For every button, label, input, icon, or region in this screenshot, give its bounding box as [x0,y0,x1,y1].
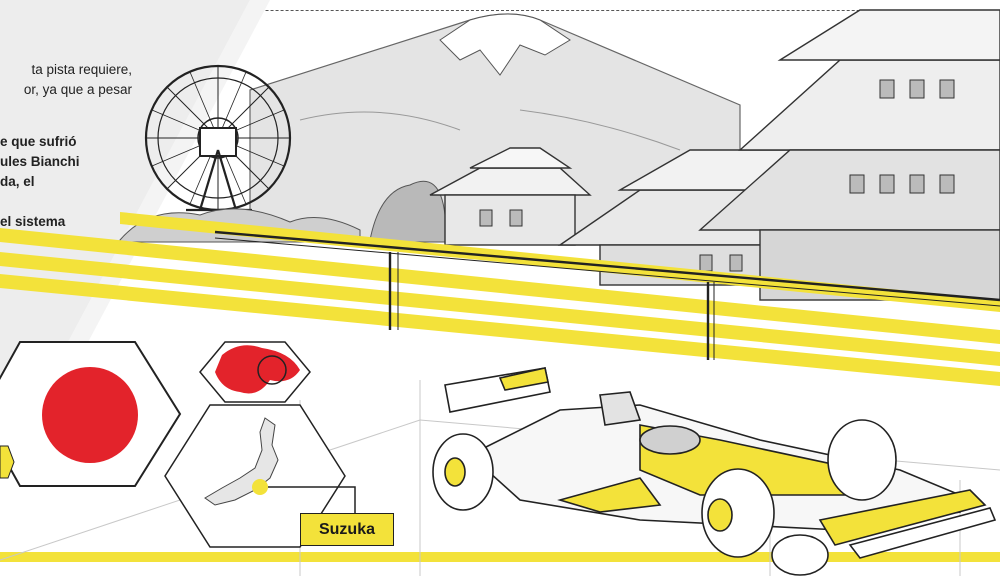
asia-map-hexagon [199,341,311,403]
castle-icon [429,9,1000,301]
bold-line-2: ules Bianchi [0,154,80,169]
formula-1-car-icon [432,367,997,576]
track-barrier [214,230,1000,360]
japan-flag-hexagon [0,341,182,487]
track-stripe-bottom [0,552,1000,562]
yellow-hex-small [0,445,15,479]
bold-line-5: el sistema [0,214,66,229]
suzuka-marker-icon [252,479,268,495]
intro-line-1: ta pista requiere, [31,62,132,77]
article-text: ta pista requiere, or, ya que a pesar e … [0,60,136,232]
bold-line-1: e que sufrió [0,134,77,149]
japan-map-hexagon [164,404,356,548]
intro-line-2: or, ya que a pesar [23,82,132,97]
japan-flag-icon [42,367,138,463]
bold-line-4 [0,192,136,212]
top-dashed-rule [0,10,1000,11]
bold-line-3: da, el [0,174,35,189]
suzuka-leader-line [268,486,356,513]
suzuka-label: Suzuka [300,513,394,546]
ferris-wheel-icon [144,64,292,212]
